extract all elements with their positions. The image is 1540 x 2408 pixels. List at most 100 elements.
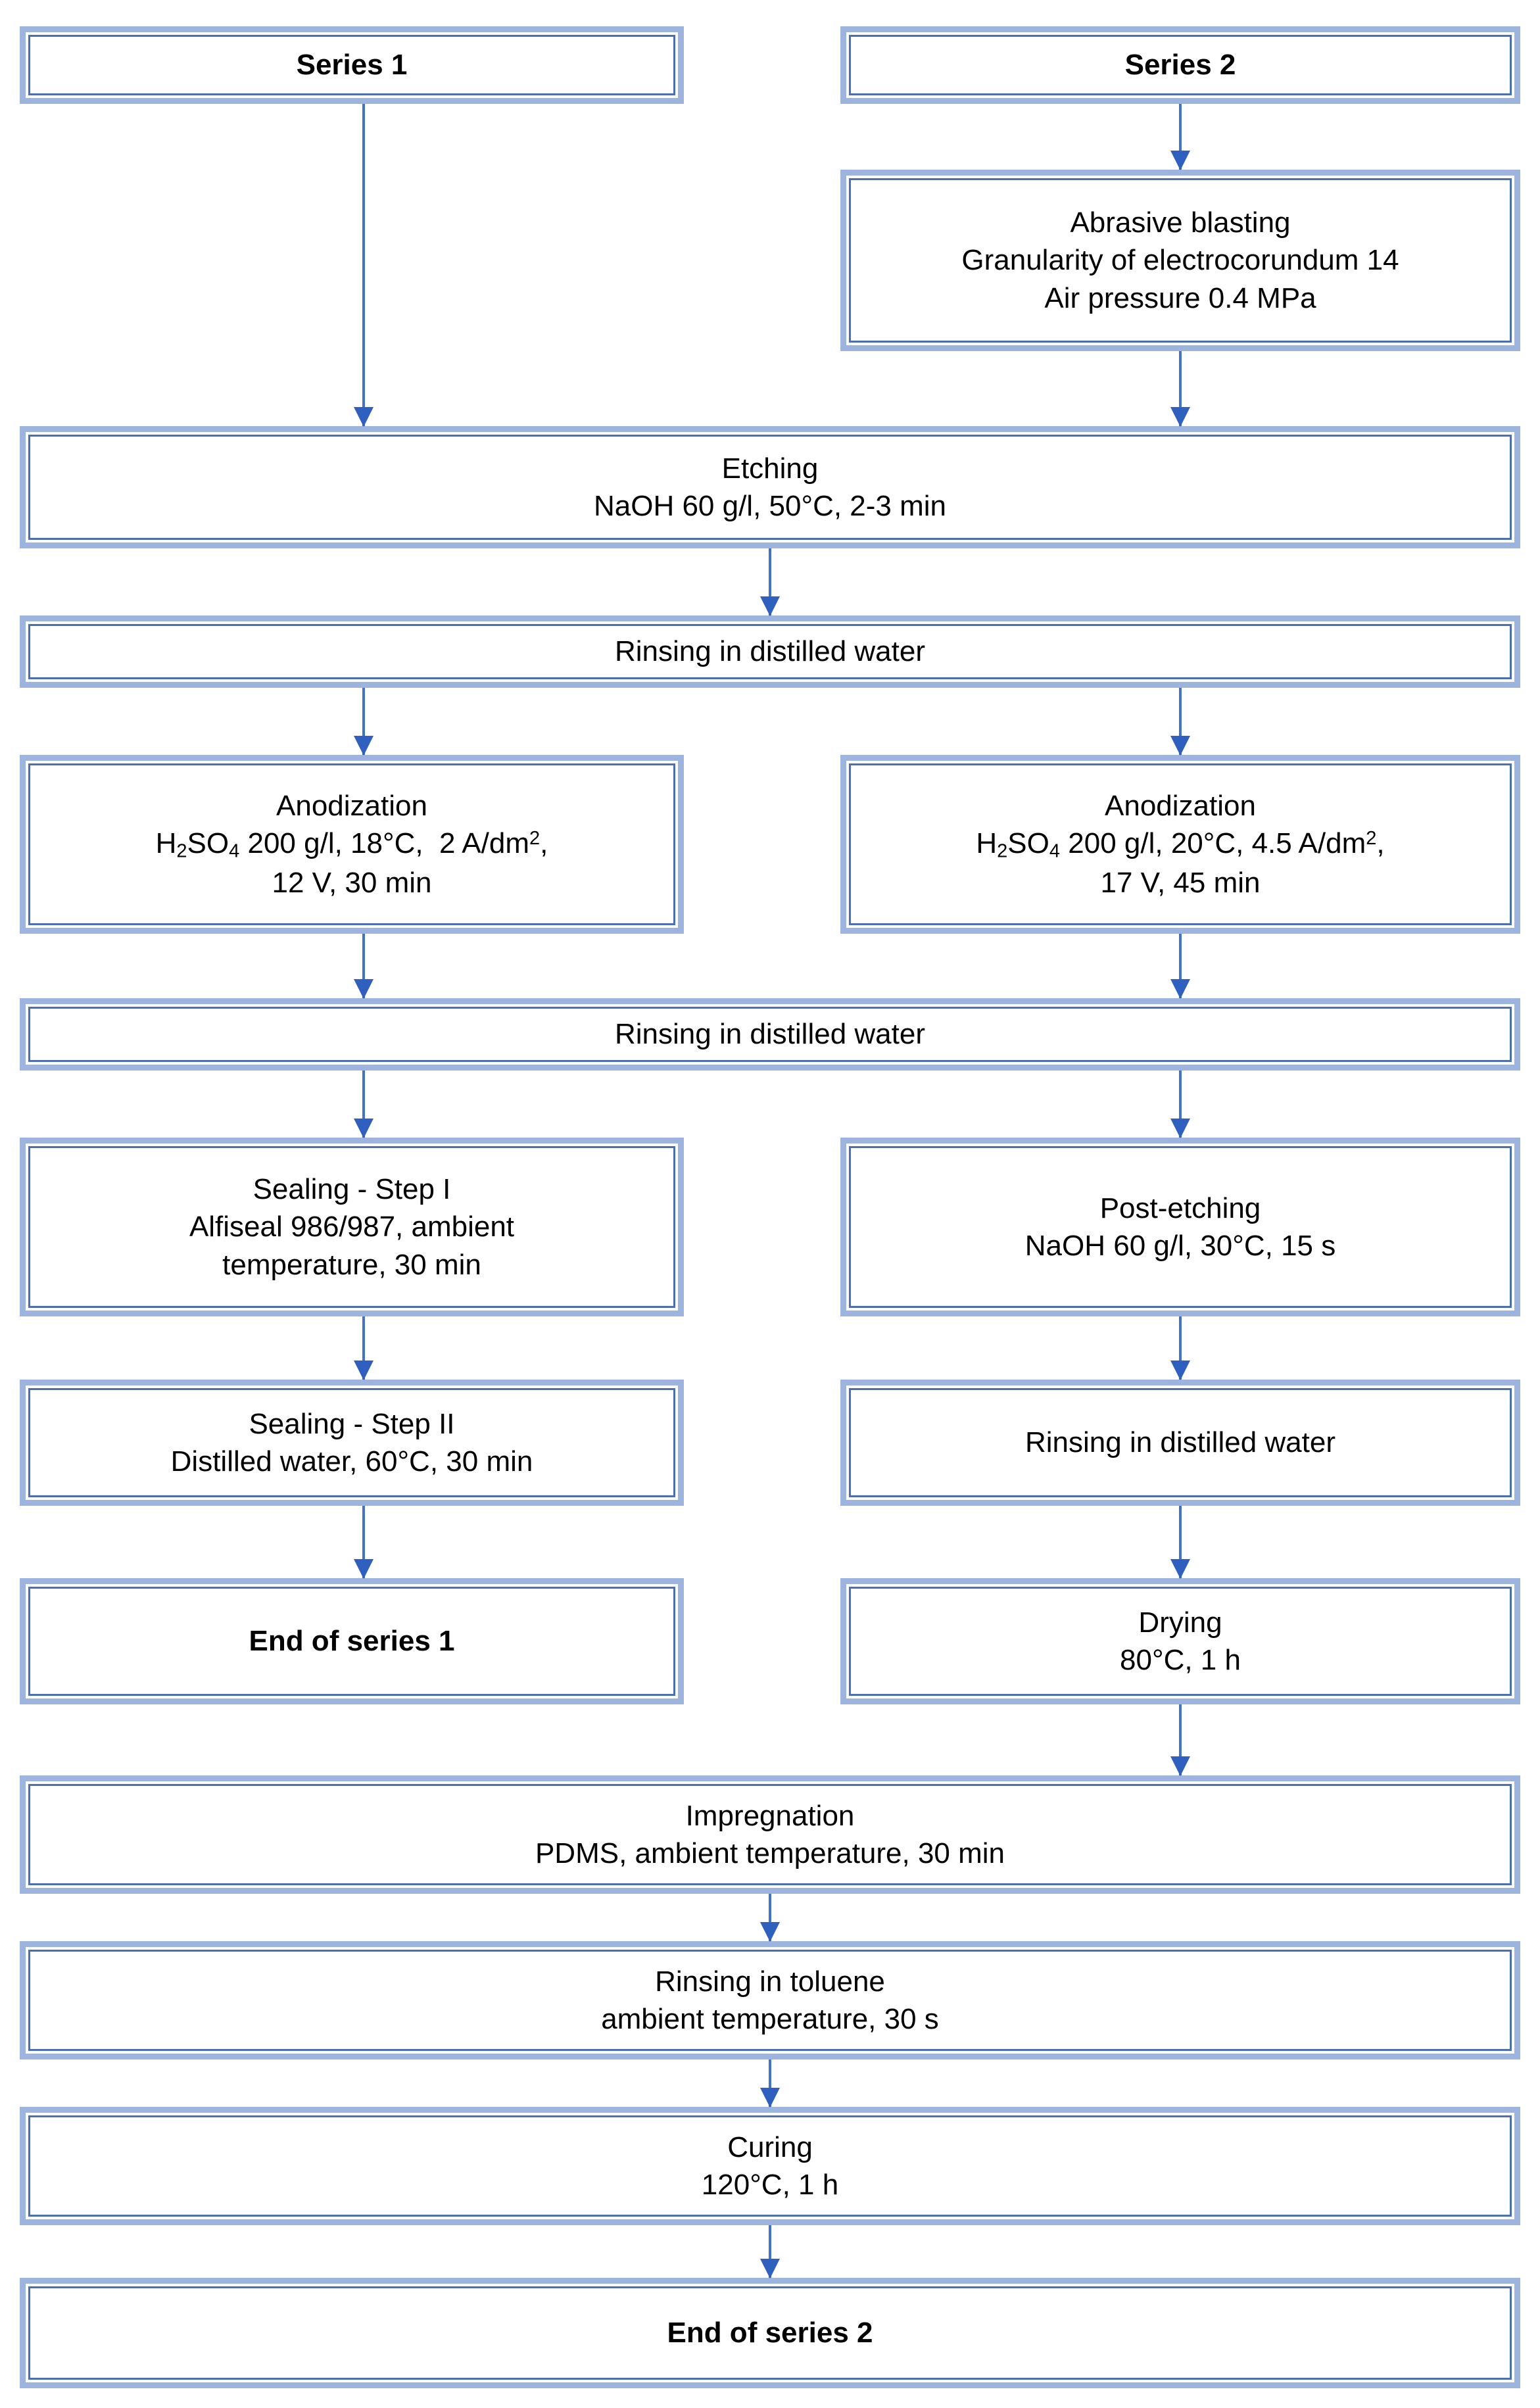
edge-shaft [362, 1316, 365, 1380]
arrowhead-icon [354, 1559, 373, 1579]
node-body: End of series 2 [28, 2286, 1512, 2380]
node-body: End of series 1 [28, 1587, 675, 1696]
edge-shaft [362, 934, 365, 998]
node-text-line: NaOH 60 g/l, 30°C, 15 s [1024, 1230, 1336, 1262]
node-text-line: PDMS, ambient temperature, 30 min [535, 1837, 1005, 1869]
arrowhead-icon [760, 596, 780, 616]
edge-shaft [1179, 688, 1182, 755]
arrowhead-icon [354, 407, 373, 427]
node-sealing-step-1[interactable]: Sealing - Step I Alfiseal 986/987, ambie… [20, 1138, 684, 1316]
node-text-line: Drying [1138, 1606, 1222, 1639]
node-drying[interactable]: Drying 80°C, 1 h [840, 1578, 1520, 1704]
node-body: Impregnation PDMS, ambient temperature, … [28, 1784, 1512, 1885]
node-text-line: End of series 1 [249, 1625, 455, 1658]
node-text-line: Rinsing in distilled water [615, 1018, 925, 1051]
node-body: Curing 120°C, 1 h [28, 2115, 1512, 2217]
edge-shaft [362, 688, 365, 755]
node-rinsing-distilled-water-2[interactable]: Rinsing in distilled water [20, 998, 1520, 1071]
arrowhead-icon [354, 736, 373, 756]
node-abrasive-blasting[interactable]: Abrasive blasting Granularity of electro… [840, 170, 1520, 351]
node-rinsing-distilled-water-3[interactable]: Rinsing in distilled water [840, 1380, 1520, 1506]
arrowhead-icon [354, 1119, 373, 1138]
node-text-line: Rinsing in toluene [655, 1965, 885, 1998]
node-series2-header[interactable]: Series 2 [840, 26, 1520, 104]
node-text-line: Anodization [1105, 789, 1256, 822]
node-text-line: Air pressure 0.4 MPa [1044, 281, 1316, 314]
edge-shaft [1179, 1506, 1182, 1578]
node-series1-header[interactable]: Series 1 [20, 26, 684, 104]
node-text-line: Impregnation [685, 1799, 855, 1832]
edge-shaft [362, 1506, 365, 1578]
node-end-of-series-1[interactable]: End of series 1 [20, 1578, 684, 1704]
node-text-line: ambient temperature, 30 s [601, 2003, 939, 2035]
node-text-line: Series 2 [1124, 49, 1236, 82]
edge-shaft [1179, 351, 1182, 426]
arrowhead-icon [1170, 979, 1190, 999]
arrowhead-icon [1170, 407, 1190, 427]
node-body: Etching NaOH 60 g/l, 50°C, 2-3 min [28, 435, 1512, 540]
node-impregnation[interactable]: Impregnation PDMS, ambient temperature, … [20, 1775, 1520, 1894]
node-body: Rinsing in distilled water [28, 624, 1512, 679]
arrowhead-icon [354, 1361, 373, 1380]
node-body: Rinsing in distilled water [28, 1007, 1512, 1062]
node-text-line: NaOH 60 g/l, 50°C, 2-3 min [593, 490, 947, 522]
node-text-line: 17 V, 45 min [1100, 867, 1261, 900]
node-body: Sealing - Step I Alfiseal 986/987, ambie… [28, 1146, 675, 1308]
edge-shaft [362, 104, 365, 426]
node-text-line: 12 V, 30 min [272, 867, 432, 900]
node-text-line: Sealing - Step I [253, 1173, 451, 1206]
node-curing[interactable]: Curing 120°C, 1 h [20, 2107, 1520, 2225]
edge-shaft [1179, 1316, 1182, 1380]
arrowhead-icon [1170, 1119, 1190, 1138]
node-etching[interactable]: Etching NaOH 60 g/l, 50°C, 2-3 min [20, 426, 1520, 548]
node-text-line: Etching [721, 452, 819, 485]
node-text-line: Abrasive blasting [1070, 206, 1291, 239]
node-body: Series 1 [28, 35, 675, 95]
edge-shaft [769, 1894, 771, 1941]
node-text-line: Anodization [276, 789, 427, 822]
arrowhead-icon [1170, 1559, 1190, 1579]
node-body: Sealing - Step II Distilled water, 60°C,… [28, 1388, 675, 1497]
edge-shaft [1179, 1704, 1182, 1775]
arrowhead-icon [1170, 736, 1190, 756]
edge-shaft [362, 1071, 365, 1138]
arrowhead-icon [760, 2088, 780, 2107]
node-text-line: Rinsing in distilled water [615, 635, 925, 668]
node-text-line: Post-etching [1099, 1192, 1261, 1224]
arrowhead-icon [1170, 1756, 1190, 1776]
node-sealing-step-2[interactable]: Sealing - Step II Distilled water, 60°C,… [20, 1380, 684, 1506]
arrowhead-icon [1170, 1361, 1190, 1380]
node-rinsing-distilled-water-1[interactable]: Rinsing in distilled water [20, 615, 1520, 688]
arrowhead-icon [1170, 151, 1190, 170]
edge-shaft [1179, 104, 1182, 170]
node-body: Abrasive blasting Granularity of electro… [849, 178, 1512, 343]
node-text-line: Series 1 [296, 49, 408, 82]
node-text-line: Rinsing in distilled water [1025, 1426, 1335, 1459]
node-body: Rinsing in distilled water [849, 1388, 1512, 1497]
node-text-line: Alfiseal 986/987, ambient [189, 1211, 515, 1243]
node-text-line: Distilled water, 60°C, 30 min [170, 1445, 533, 1478]
node-anodization-series2[interactable]: Anodization H2SO4 200 g/l, 20°C, 4.5 A/d… [840, 755, 1520, 934]
edge-shaft [1179, 1071, 1182, 1138]
edge-shaft [769, 548, 771, 615]
edge-shaft [769, 2059, 771, 2107]
node-text-line: 120°C, 1 h [701, 2169, 839, 2201]
node-anodization-series1[interactable]: Anodization H2SO4 200 g/l, 18°C, 2 A/dm2… [20, 755, 684, 934]
arrowhead-icon [354, 979, 373, 999]
node-text-line: Curing [727, 2131, 813, 2163]
node-text-line: temperature, 30 min [222, 1248, 481, 1281]
node-text-line: End of series 2 [667, 2317, 873, 2349]
node-text-line: H2SO4 200 g/l, 20°C, 4.5 A/dm2, [976, 827, 1385, 862]
node-end-of-series-2[interactable]: End of series 2 [20, 2278, 1520, 2388]
node-body: Drying 80°C, 1 h [849, 1587, 1512, 1696]
node-rinsing-toluene[interactable]: Rinsing in toluene ambient temperature, … [20, 1941, 1520, 2059]
node-body: Anodization H2SO4 200 g/l, 18°C, 2 A/dm2… [28, 763, 675, 925]
arrowhead-icon [760, 2259, 780, 2278]
node-post-etching[interactable]: Post-etching NaOH 60 g/l, 30°C, 15 s [840, 1138, 1520, 1316]
node-text-line: 80°C, 1 h [1120, 1644, 1241, 1676]
node-text-line: Sealing - Step II [249, 1407, 455, 1440]
edge-shaft [1179, 934, 1182, 998]
node-body: Post-etching NaOH 60 g/l, 30°C, 15 s [849, 1146, 1512, 1308]
edge-shaft [769, 2225, 771, 2278]
